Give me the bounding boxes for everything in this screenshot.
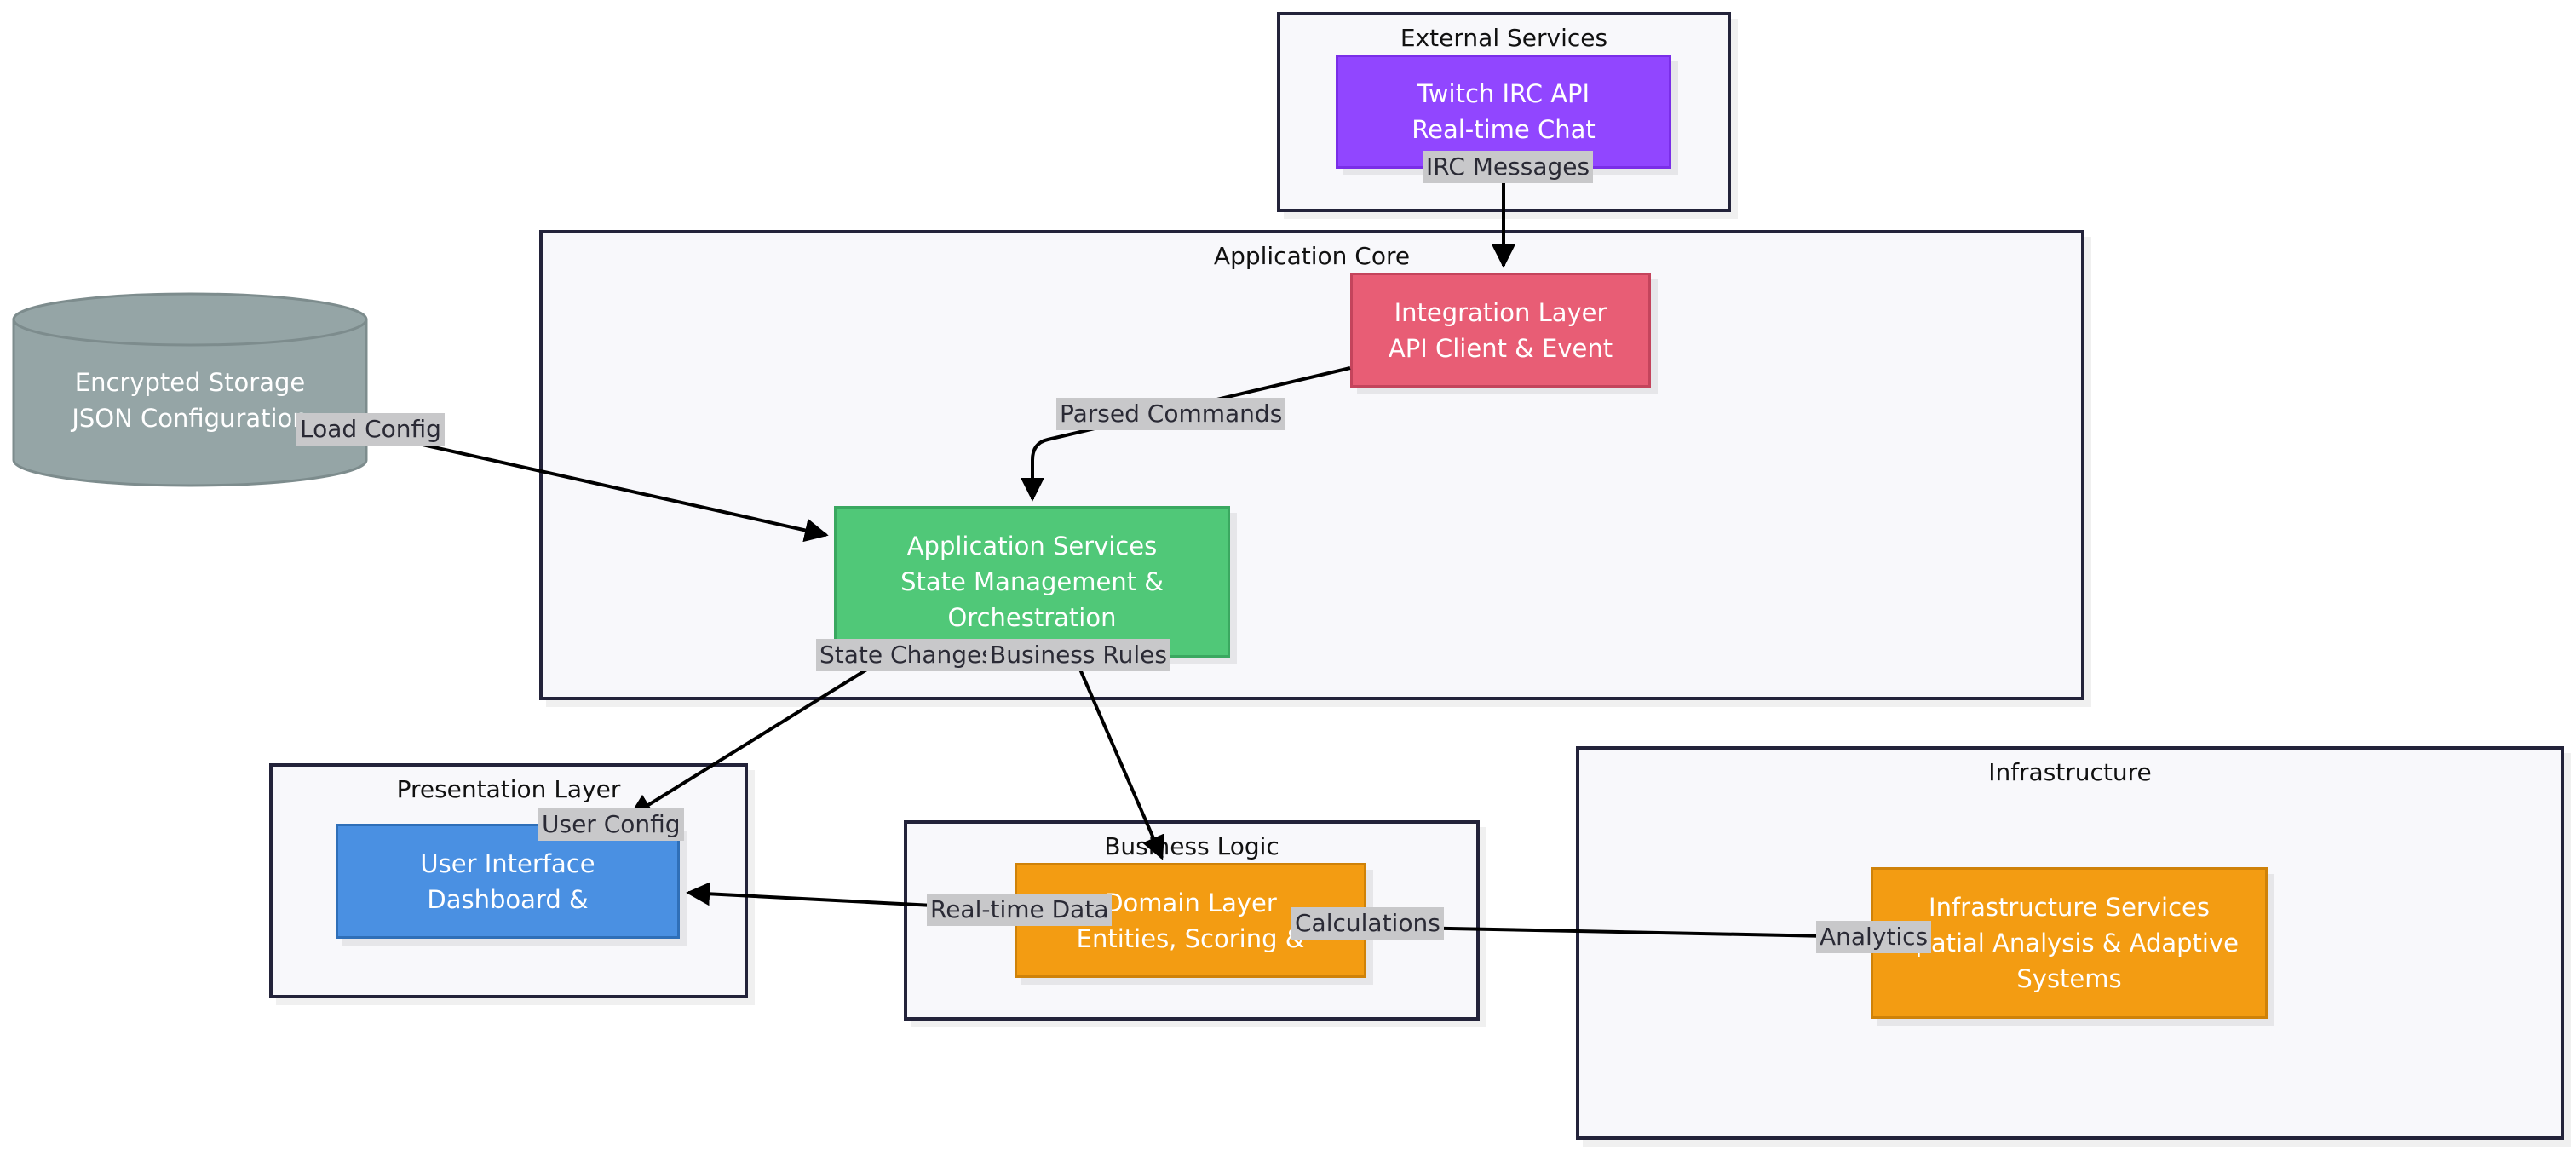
node-line: Dashboard &	[427, 884, 589, 914]
edge-label-load-config: Load Config	[296, 413, 445, 446]
node-application-services[interactable]: Application Services State Management & …	[834, 506, 1230, 658]
node-infrastructure-services[interactable]: Infrastructure Services Spatial Analysis…	[1871, 867, 2268, 1019]
edge-label-realtime-data: Real-time Data	[927, 894, 1113, 926]
edge-label-calculations: Calculations	[1291, 907, 1444, 940]
edge-label-business-rules: Business Rules	[986, 639, 1170, 671]
edge-label-user-config: User Config	[538, 808, 684, 841]
edge-label-state-changes: State Changes	[816, 639, 998, 671]
subgraph-title: External Services	[1400, 24, 1608, 52]
node-line: Orchestration	[947, 603, 1117, 632]
node-line: Spatial Analysis & Adaptive	[1900, 929, 2239, 957]
edge-state-changes	[628, 656, 888, 818]
node-line: Encrypted Storage	[74, 368, 306, 397]
edge-label-parsed-commands: Parsed Commands	[1056, 398, 1286, 430]
node-line: API Client & Event	[1388, 333, 1613, 363]
node-line: Domain Layer	[1104, 888, 1277, 917]
node-encrypted-storage[interactable]: Encrypted Storage JSON Configuration	[14, 358, 366, 443]
node-line: Twitch IRC API	[1417, 79, 1590, 108]
node-user-interface[interactable]: User Interface Dashboard &	[336, 824, 680, 939]
node-line: Systems	[2016, 964, 2122, 993]
edge-load-config	[357, 428, 829, 543]
subgraph-title: Application Core	[1213, 242, 1411, 270]
subgraph-title: Infrastructure	[1988, 758, 2152, 786]
edge-parsed-commands	[1021, 366, 1351, 502]
node-line: User Interface	[420, 848, 595, 878]
node-line: Integration Layer	[1394, 297, 1607, 327]
storage-cylinder-shape	[12, 292, 368, 487]
edge-label-analytics: Analytics	[1816, 921, 1932, 953]
node-line: State Management &	[900, 567, 1164, 596]
edge-label-irc-messages: IRC Messages	[1423, 151, 1594, 183]
node-line: JSON Configuration	[72, 404, 308, 433]
node-line: Entities, Scoring &	[1076, 923, 1305, 953]
edge-business-rules	[1073, 657, 1164, 860]
node-line: Real-time Chat	[1412, 115, 1596, 144]
node-line: Infrastructure Services	[1929, 893, 2210, 922]
subgraph-application-core: Application Core	[539, 230, 2084, 700]
edge-calculations-analytics	[1366, 925, 1872, 939]
node-line: Application Services	[906, 532, 1158, 561]
node-integration-layer[interactable]: Integration Layer API Client & Event	[1350, 273, 1651, 388]
subgraph-title: Presentation Layer	[396, 775, 621, 803]
subgraph-title: Business Logic	[1104, 832, 1279, 860]
